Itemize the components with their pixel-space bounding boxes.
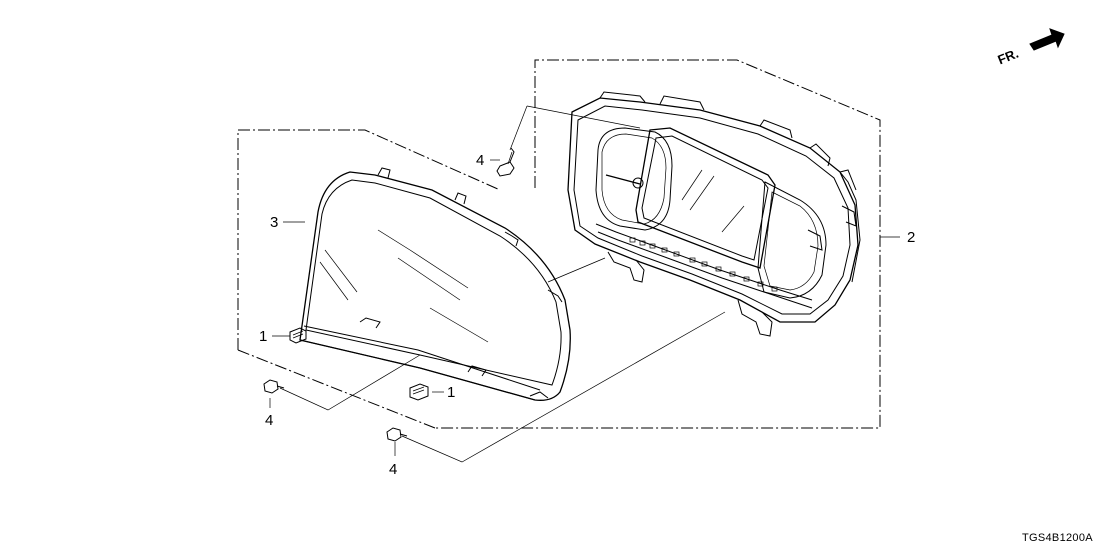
callout-2: 2 bbox=[907, 229, 915, 246]
callout-labels: 3 1 1 2 4 4 4 bbox=[259, 152, 915, 478]
front-direction-label: FR. bbox=[996, 46, 1021, 68]
front-arrow-icon bbox=[1029, 28, 1065, 51]
lens-group-outline bbox=[237, 129, 501, 429]
front-direction-indicator: FR. bbox=[996, 28, 1065, 68]
screw-part-4-lower-middle bbox=[386, 427, 408, 442]
leader-lines bbox=[269, 105, 900, 463]
screw-part-4-top bbox=[496, 147, 515, 177]
meter-lens-part-3 bbox=[299, 167, 571, 401]
clip-part-1-left bbox=[289, 327, 307, 344]
callout-4-lower-left: 4 bbox=[265, 412, 273, 429]
meter-assembly-part-2 bbox=[567, 91, 861, 337]
callout-4-top: 4 bbox=[476, 152, 484, 169]
indicator-lamp-row bbox=[629, 237, 778, 292]
callout-1-right: 1 bbox=[447, 384, 455, 401]
clip-part-1-right bbox=[409, 383, 429, 401]
assembly-group-outline bbox=[435, 59, 881, 429]
callout-4-lower-middle: 4 bbox=[389, 461, 397, 478]
diagram-code: TGS4B1200A bbox=[1022, 532, 1093, 544]
callout-3: 3 bbox=[270, 214, 278, 231]
callout-1-left: 1 bbox=[259, 328, 267, 345]
screw-part-4-lower-left bbox=[263, 379, 285, 394]
